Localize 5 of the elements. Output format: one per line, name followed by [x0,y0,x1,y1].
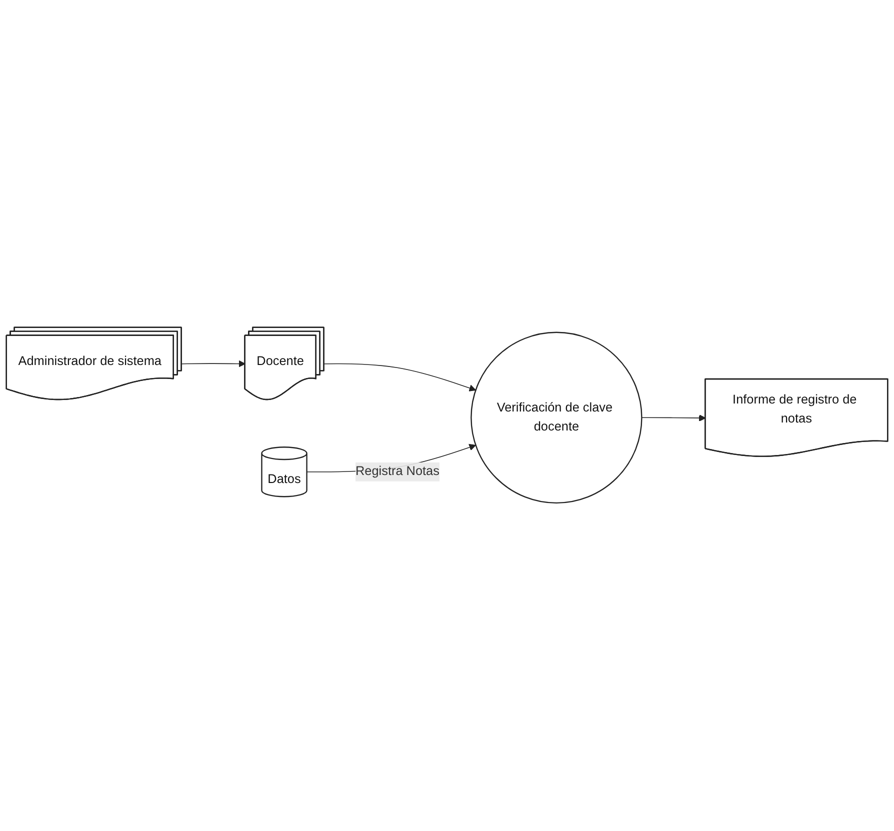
edge-label: Registra Notas [355,465,440,479]
arrow [641,414,706,422]
arrow [181,360,246,368]
arrow [324,364,476,392]
node-circle: Verificación de clave docente [470,332,642,504]
